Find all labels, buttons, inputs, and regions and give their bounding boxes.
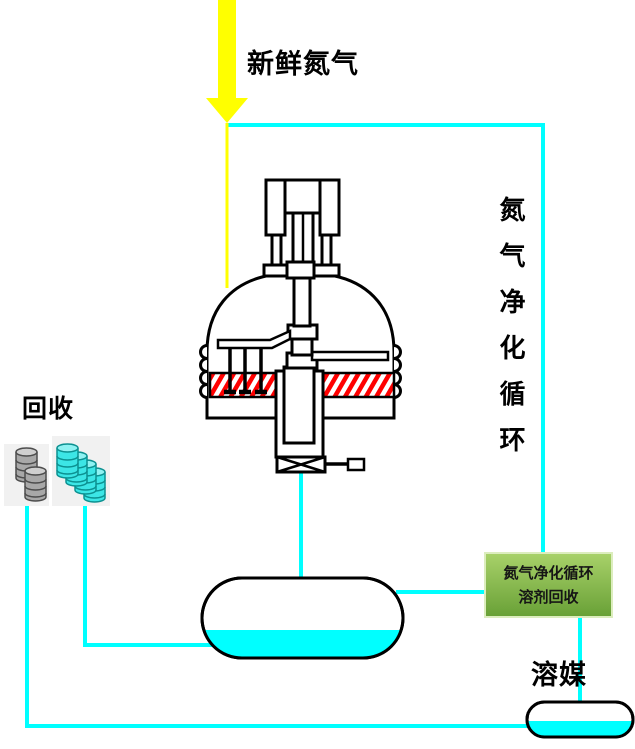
recovery-drums-gray-icon — [4, 444, 49, 506]
nitrogen-cycle-solvent-recovery-unit: 氮气净化循环 溶剂回收 — [484, 552, 613, 618]
solvent-tank-icon — [525, 700, 635, 739]
shaft-neck — [290, 336, 314, 357]
pull-shaft — [292, 275, 312, 328]
right-support-bar — [310, 350, 390, 362]
bottom-valve — [275, 455, 366, 474]
recovery-drums-cyan-icon — [52, 436, 110, 506]
solvent-label: 溶媒 — [531, 660, 587, 691]
furnace-gantry — [262, 178, 341, 280]
pipes — [25, 123, 582, 728]
buffer-tank-liquid — [202, 630, 403, 658]
solvent-tank-liquid — [527, 721, 633, 737]
pipe-solvent-tank-to-gray-drums — [25, 503, 530, 728]
arrow-shaft — [218, 0, 236, 98]
recovery-label: 回收 — [22, 394, 75, 423]
crucible — [282, 365, 316, 445]
fresh-nitrogen-arrow-icon — [206, 0, 248, 288]
recovery-unit-line2: 溶剂回收 — [518, 588, 579, 606]
solvent-tank-outline — [525, 700, 635, 739]
buffer-tank-outline — [200, 576, 405, 660]
buffer-tank-icon — [200, 576, 405, 660]
furnace-coils — [199, 344, 402, 399]
arrow-head — [206, 98, 248, 123]
left-electrode-comb — [216, 329, 292, 395]
fresh-nitrogen-label: 新鲜氮气 — [247, 49, 359, 80]
nitrogen-cycle-vertical-label: 氮气净化循环 — [495, 196, 525, 472]
pipe-cyan-drums-to-buffer-tank — [83, 503, 214, 647]
recovery-unit-line1: 氮气净化循环 — [503, 564, 594, 582]
pipe-nitrogen-to-recovery-unit — [228, 123, 545, 556]
furnace-icon — [199, 178, 402, 474]
